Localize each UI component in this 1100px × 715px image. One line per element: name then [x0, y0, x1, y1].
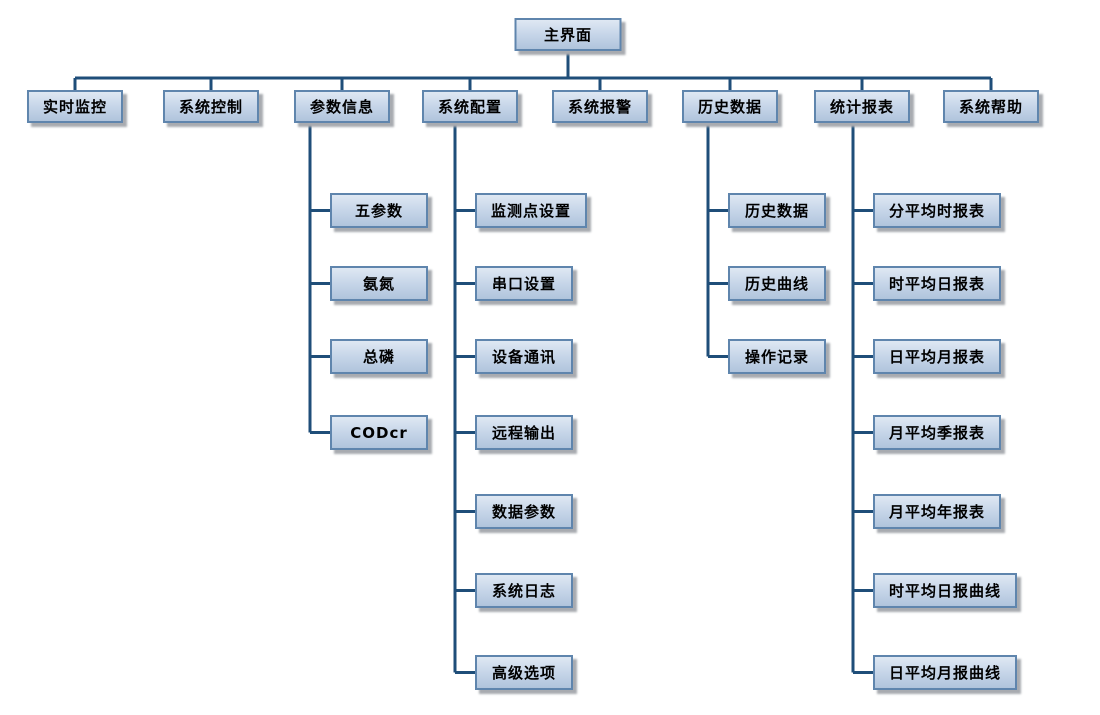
leaf-node-7-2: 时平均日报表	[873, 266, 1002, 301]
leaf-node-4-7: 高级选项	[475, 655, 573, 690]
leaf-node-7-7: 日平均月报曲线	[873, 655, 1018, 690]
branch-node-6: 历史数据	[681, 90, 779, 123]
leaf-node-4-2: 串口设置	[475, 266, 573, 301]
leaf-node-3-2: 氨氮	[330, 266, 428, 301]
leaf-node-6-2: 历史曲线	[728, 266, 826, 301]
branch-node-7: 统计报表	[813, 90, 911, 123]
root-node: 主界面	[514, 18, 622, 51]
leaf-node-4-4: 远程输出	[475, 415, 573, 450]
leaf-node-7-5: 月平均年报表	[873, 494, 1002, 529]
leaf-node-7-1: 分平均时报表	[873, 193, 1002, 228]
branch-node-1: 实时监控	[26, 90, 124, 123]
leaf-node-7-6: 时平均日报曲线	[873, 573, 1018, 608]
branch-node-8: 系统帮助	[942, 90, 1040, 123]
leaf-node-4-3: 设备通讯	[475, 339, 573, 374]
branch-node-5: 系统报警	[551, 90, 649, 123]
leaf-node-6-1: 历史数据	[728, 193, 826, 228]
connector-path	[73, 51, 993, 674]
leaf-node-3-3: 总磷	[330, 339, 428, 374]
leaf-node-4-1: 监测点设置	[475, 193, 588, 228]
leaf-node-7-3: 日平均月报表	[873, 339, 1002, 374]
leaf-node-4-5: 数据参数	[475, 494, 573, 529]
branch-node-2: 系统控制	[162, 90, 260, 123]
branch-node-4: 系统配置	[421, 90, 519, 123]
leaf-node-3-4: CODcr	[330, 415, 428, 450]
leaf-node-3-1: 五参数	[330, 193, 428, 228]
leaf-node-4-6: 系统日志	[475, 573, 573, 608]
leaf-node-7-4: 月平均季报表	[873, 415, 1002, 450]
branch-node-3: 参数信息	[293, 90, 391, 123]
leaf-node-6-3: 操作记录	[728, 339, 826, 374]
